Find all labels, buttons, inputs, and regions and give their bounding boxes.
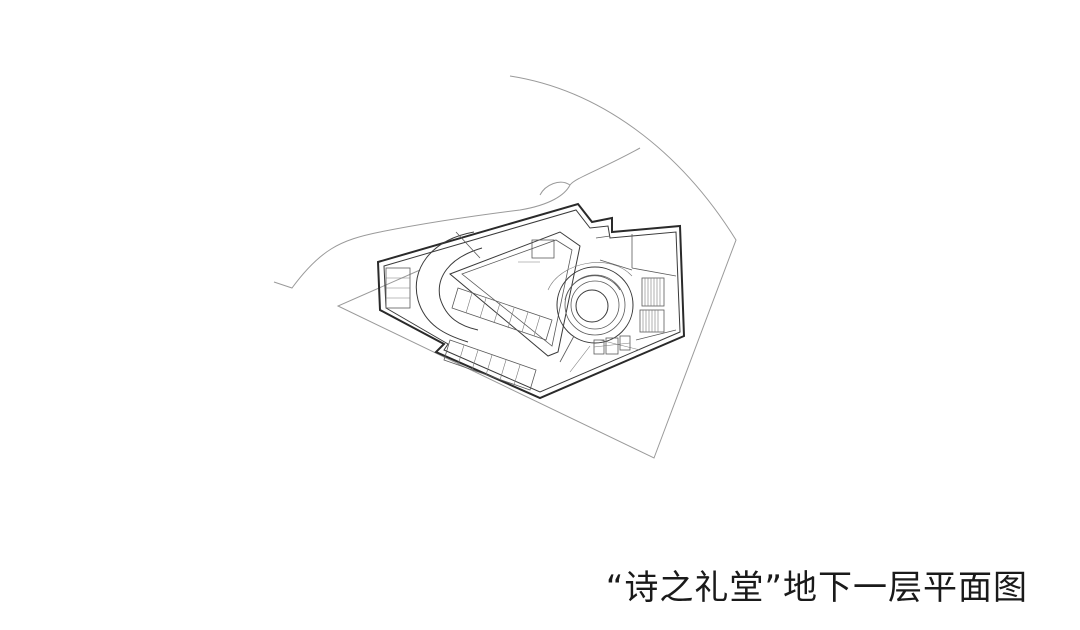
parking-ramp [415,231,483,343]
inner-core [449,231,581,357]
building-perimeter [376,202,686,400]
parking-stalls-lower [443,339,537,391]
site-boundary [273,75,737,459]
seating-rows [639,277,665,333]
structural-lines [559,335,591,373]
service-rooms [593,335,631,355]
circular-stair [547,262,634,344]
parking-stalls-upper [451,287,553,341]
parking-stalls-left [385,267,411,309]
drawing-title: “诗之礼堂”地下一层平面图 [605,568,1028,608]
